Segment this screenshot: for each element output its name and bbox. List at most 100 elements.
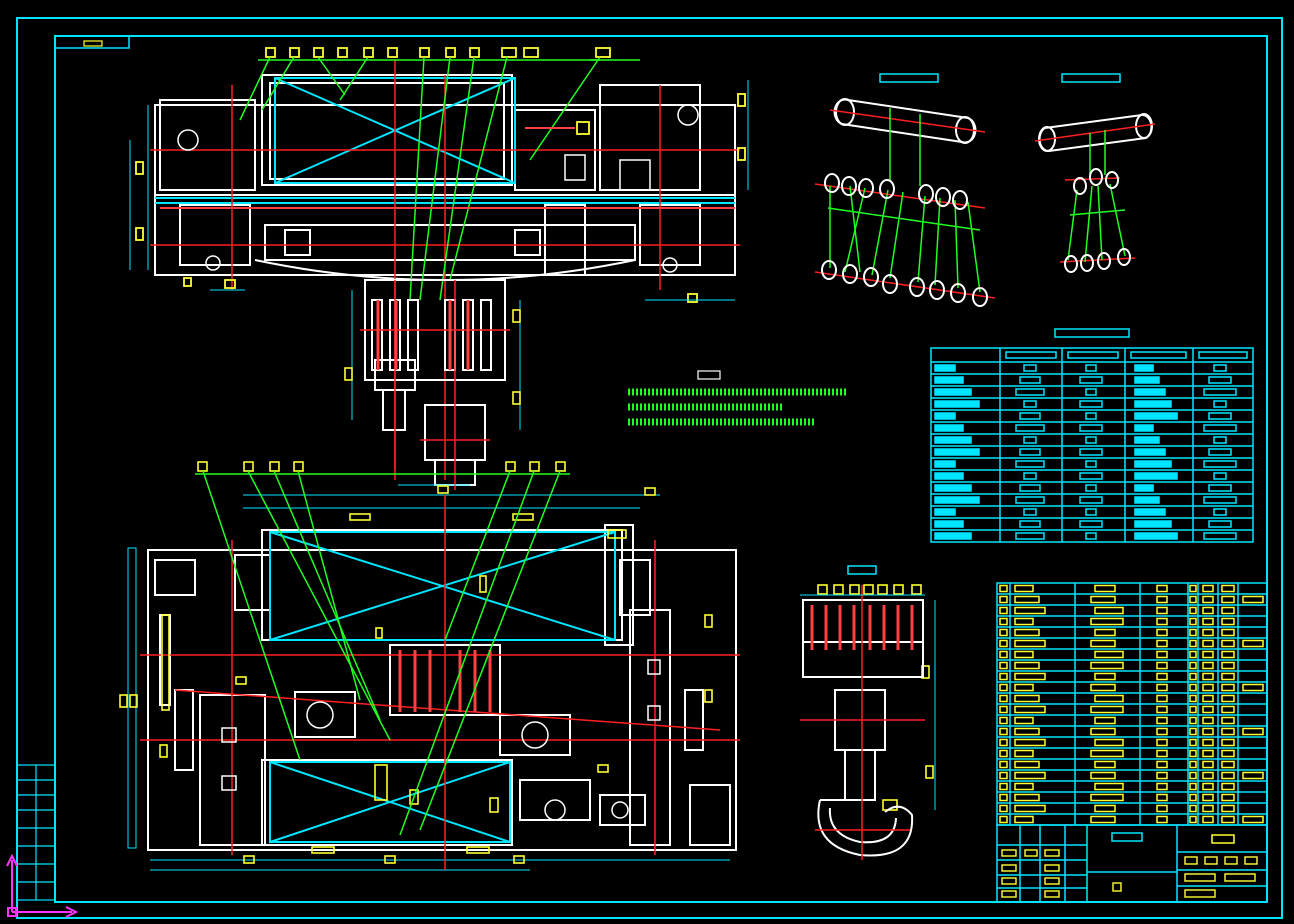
parts-table-cell [1202, 760, 1214, 769]
rope-reeving-diagram-auxiliary [1034, 73, 1156, 273]
tech-table-cell [1079, 520, 1103, 528]
parts-table-cell [1202, 793, 1214, 802]
technical-notes [628, 370, 846, 426]
parts-table-cell [1156, 584, 1168, 593]
parts-table-cell [1202, 628, 1214, 637]
parts-table-cell [1189, 650, 1197, 659]
parts-table-cell [999, 650, 1008, 659]
tech-table-cell [1085, 532, 1097, 540]
parts-table-cell [1242, 815, 1264, 824]
parts-table-cell [1189, 738, 1197, 747]
parts-table-cell [1189, 628, 1197, 637]
tech-table-cell [1019, 412, 1041, 420]
tech-table-label [1134, 364, 1154, 372]
tech-table-cell [1019, 484, 1041, 492]
parts-table-cell [1156, 716, 1168, 725]
parts-table-cell [1090, 705, 1124, 714]
parts-table-cell [999, 716, 1008, 725]
parts-table-cell [1189, 694, 1197, 703]
parts-table-cell [1090, 639, 1116, 648]
parts-table-cell [1156, 782, 1168, 791]
tech-table-label [934, 376, 964, 384]
tech-table-label [1134, 448, 1166, 456]
parts-table-cell [1156, 760, 1168, 769]
parts-table-cell [999, 738, 1008, 747]
parts-table-cell [1221, 804, 1235, 813]
parts-table-cell [1094, 606, 1124, 615]
parts-table-cell [1242, 595, 1264, 604]
parts-table-cell [1090, 683, 1116, 692]
parts-table-cell [1156, 793, 1168, 802]
parts-table-cell [1202, 782, 1214, 791]
parts-table-cell [1189, 716, 1197, 725]
parts-table-cell [1189, 771, 1197, 780]
parts-table-cell [1156, 738, 1168, 747]
parts-table-cell [999, 617, 1008, 626]
tech-table-cell [1023, 436, 1037, 444]
trolley-front-elevation [129, 47, 749, 480]
tech-table-cell [1079, 424, 1103, 432]
parts-table-cell [1202, 617, 1214, 626]
parts-table-cell [1221, 771, 1235, 780]
tech-table-cell [1085, 436, 1097, 444]
tech-table-cell [1208, 412, 1232, 420]
parts-table-cell [1189, 804, 1197, 813]
tech-table-cell [1019, 448, 1041, 456]
parts-table-cell [1202, 705, 1214, 714]
tech-table-label [1134, 520, 1172, 528]
parts-table-cell [1014, 672, 1046, 681]
tech-table-label [934, 484, 972, 492]
parts-table-cell [1090, 749, 1124, 758]
parts-table-cell [1202, 672, 1214, 681]
parts-table-cell [1094, 738, 1124, 747]
parts-table-cell [1221, 760, 1235, 769]
parts-table-cell [1156, 749, 1168, 758]
tech-table-cell [1079, 376, 1103, 384]
parts-table-cell [1156, 595, 1168, 604]
parts-table-cell [1221, 738, 1235, 747]
tech-table-label [934, 472, 964, 480]
tech-table-label [1134, 412, 1178, 420]
parts-table-cell [1189, 595, 1197, 604]
parts-table-cell [1202, 661, 1214, 670]
parts-table-cell [1242, 727, 1264, 736]
parts-table-cell [1156, 705, 1168, 714]
parts-table-cell [1202, 749, 1214, 758]
tech-table-cell [1015, 388, 1045, 396]
parts-table-cell [999, 760, 1008, 769]
parts-table-cell [1202, 650, 1214, 659]
tech-table-label [934, 424, 964, 432]
parts-table-cell [999, 672, 1008, 681]
tech-table-cell [1023, 472, 1037, 480]
parts-table-cell [999, 815, 1008, 824]
parts-table-cell [1202, 815, 1214, 824]
tech-table-label [934, 532, 972, 540]
tech-table-label [934, 412, 956, 420]
parts-table-cell [1221, 661, 1235, 670]
parts-table-cell [1202, 804, 1214, 813]
tech-table-cell [1079, 400, 1103, 408]
tech-table-label [934, 436, 972, 444]
parts-table-cell [1014, 705, 1046, 714]
parts-table-cell [1202, 683, 1214, 692]
parts-table-cell [1014, 760, 1040, 769]
tech-table-header-cell [1198, 351, 1248, 359]
parts-table-cell [1242, 683, 1264, 692]
parts-table-cell [999, 705, 1008, 714]
tech-table-cell [1208, 376, 1232, 384]
drawing-border [16, 17, 1283, 919]
parts-table-cell [1156, 606, 1168, 615]
tech-table-cell [1015, 532, 1045, 540]
parts-table-cell [1221, 584, 1235, 593]
parts-table-cell [1189, 683, 1197, 692]
parts-table-cell [1221, 628, 1235, 637]
tech-table-label [1134, 484, 1154, 492]
parts-table-cell [1189, 639, 1197, 648]
tech-table-label [934, 508, 956, 516]
parts-table-cell [1221, 639, 1235, 648]
parts-table-cell [999, 782, 1008, 791]
parts-table-cell [999, 628, 1008, 637]
parts-table-cell [1202, 606, 1214, 615]
parts-table-cell [1014, 804, 1046, 813]
tech-table-label [1134, 496, 1160, 504]
